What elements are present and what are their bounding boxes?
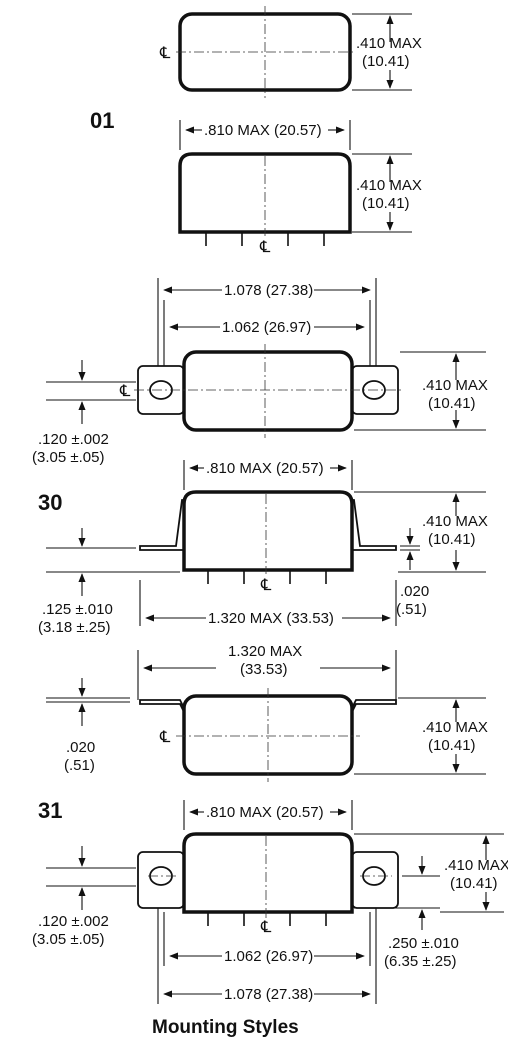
centerline-symbol: ℄ [260,919,272,936]
dim-tab-250: .250 ±.010 [388,935,459,952]
dim-height-max: .410 MAX [356,177,422,194]
dim-bracket-125: .125 ±.010 [42,601,113,618]
style-label-01: 01 [90,108,114,133]
dim-mount-1078-b: 1.078 (27.38) [224,986,313,1003]
centerline-symbol: ℄ [159,729,171,746]
dim-overall-1320-a: 1.320 MAX [228,643,302,660]
style-31-side-view: .810 MAX (20.57) ℄ .120 ±.002 (3.05 ±.05… [32,800,508,1004]
centerline-symbol: ℄ [119,383,131,400]
dim-bracket-125-mm: (3.18 ±.25) [38,619,110,636]
dim-tab-250-mm: (6.35 ±.25) [384,953,456,970]
dim-overall-1320: 1.320 MAX (33.53) [208,610,334,627]
dim-width-810-b: .810 MAX (20.57) [206,460,324,477]
style-01-top-view: ℄ .410 MAX (10.41) [159,6,422,98]
dim-height-mm: (10.41) [428,737,476,754]
dim-height-max: .410 MAX [356,35,422,52]
dim-mount-1078-a: 1.078 (27.38) [224,282,313,299]
dim-overall-1320-b: (33.53) [240,661,288,678]
style-30-flange-view: 1.320 MAX (33.53) ℄ .020 (.51) .410 MAX … [46,643,488,782]
centerline-symbol: ℄ [259,239,271,256]
style-01-side-view: .810 MAX (20.57) ℄ .410 MAX (10.41) [178,120,422,256]
dim-width-810-a: .810 MAX (20.57) [204,122,322,139]
centerline-symbol: ℄ [159,45,171,62]
dim-thick-020-mm-b: (.51) [64,757,95,774]
dim-height-31-mm: (10.41) [450,875,498,892]
dim-height-mm: (10.41) [428,531,476,548]
dim-thick-020-b: .020 [66,739,95,756]
dim-tab-120-mm-b: (3.05 ±.05) [32,931,104,948]
dim-height-max: .410 MAX [422,513,488,530]
caption: Mounting Styles [152,1017,299,1038]
dim-height-mm: (10.41) [362,53,410,70]
dim-thick-020-mm-a: (.51) [396,601,427,618]
style-label-30: 30 [38,490,62,515]
dim-thick-020-a: .020 [400,583,429,600]
dim-height-31-max: .410 MAX [444,857,508,874]
dim-height-max: .410 MAX [422,719,488,736]
dim-tab-120-b: .120 ±.002 [38,913,109,930]
centerline-symbol: ℄ [260,577,272,594]
dim-mount-1062-a: 1.062 (26.97) [222,319,311,336]
dim-mount-1062-b: 1.062 (26.97) [224,948,313,965]
style-30-top-view: 1.078 (27.38) 1.062 (26.97) ℄ .120 ±.002… [32,278,488,466]
dim-tab-120-mm: (3.05 ±.05) [32,449,104,466]
dim-tab-120: .120 ±.002 [38,431,109,448]
dim-width-810-c: .810 MAX (20.57) [206,804,324,821]
style-label-31: 31 [38,798,62,823]
style-30-side-view: .810 MAX (20.57) ℄ .125 ±.010 (3.18 ±.25… [38,460,488,636]
dim-height-max: .410 MAX [422,377,488,394]
dim-height-mm: (10.41) [362,195,410,212]
dim-height-mm: (10.41) [428,395,476,412]
